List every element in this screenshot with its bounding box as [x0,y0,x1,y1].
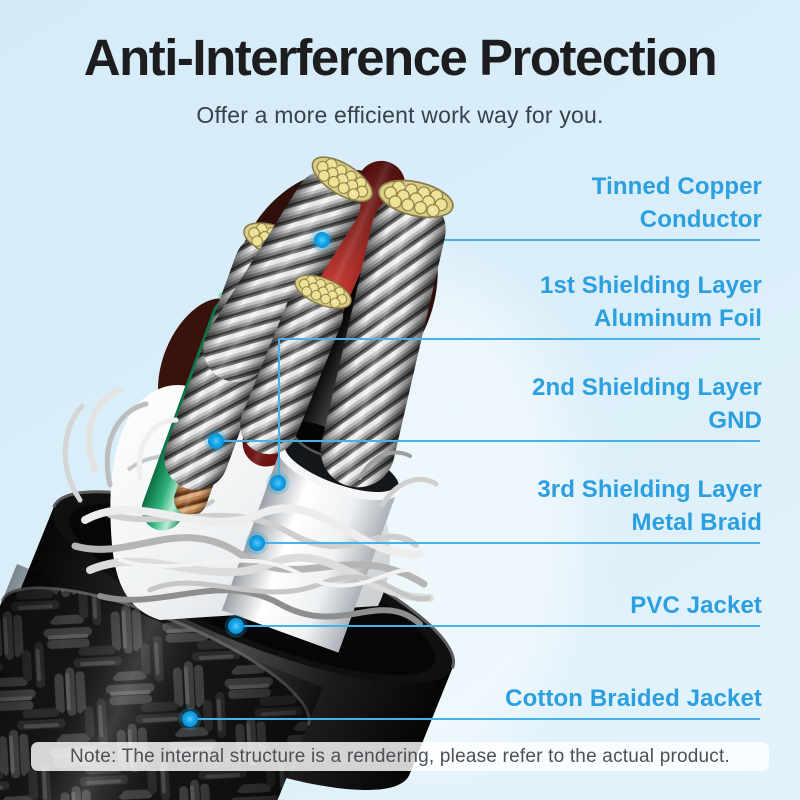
label-line: Tinned Copper [591,173,762,200]
shielded-conductor-top [203,147,380,382]
dot-tinned-copper-conductor [310,228,334,252]
label-line: 2nd Shielding Layer [532,374,762,401]
dot-pvc-jacket [224,614,248,638]
label-line: 3rd Shielding Layer [537,476,762,503]
label-tinned-copper-conductor: Tinned Copper Conductor [592,170,762,236]
label-pvc-jacket: PVC Jacket [630,589,762,622]
label-first-shielding-layer: 1st Shielding Layer Aluminum Foil [540,269,762,335]
label-line: PVC Jacket [630,592,762,619]
label-line: Conductor [639,206,762,233]
label-line: Cotton Braided Jacket [505,685,762,712]
page-subtitle: Offer a more efficient work way for you. [196,102,604,128]
label-third-shielding-layer: 3rd Shielding Layer Metal Braid [537,473,762,539]
label-line: GND [708,407,762,434]
disclaimer-note: Note: The internal structure is a render… [31,742,769,771]
page-title: Anti-Interference Protection [83,29,718,86]
dot-metal-braid [245,531,269,555]
label-line: Aluminum Foil [594,305,762,332]
callout-lines-front [190,338,760,720]
dot-cotton-braided-jacket [178,707,202,731]
label-line: 1st Shielding Layer [540,272,762,299]
disclaimer-text: Note: The internal structure is a render… [70,745,730,767]
label-line: Metal Braid [631,509,762,536]
callout-dots [178,228,334,731]
label-second-shielding-layer: 2nd Shielding Layer GND [532,371,762,437]
shielded-conductor-center [240,267,357,455]
shielded-conductor-right [320,173,458,488]
label-cotton-braided-jacket: Cotton Braided Jacket [505,682,762,715]
dot-aluminum-foil [266,471,290,495]
dot-gnd [204,429,228,453]
